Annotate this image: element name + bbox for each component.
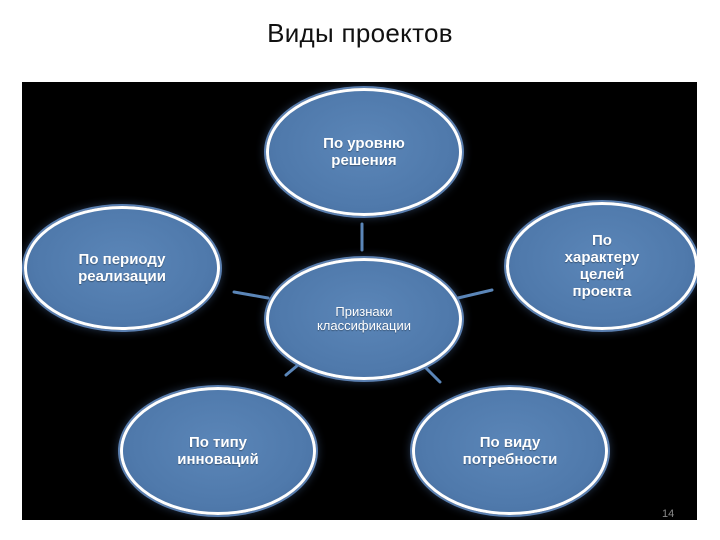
node-bottom-left-label: По типу инноваций — [177, 434, 259, 468]
connector-left — [232, 290, 270, 300]
node-center-label: Признаки классификации — [316, 304, 412, 333]
node-left: По периоду реализации — [24, 206, 220, 330]
node-left-label: По периоду реализации — [78, 251, 166, 285]
page-number: 14 — [662, 508, 675, 520]
connector-right — [456, 288, 494, 300]
classification-diagram: По уровню решения По периоду реализации … — [22, 82, 697, 520]
node-bottom-left: По типу инноваций — [120, 387, 316, 515]
slide-title: Виды проектов — [267, 18, 453, 48]
connector-bottom-right — [420, 362, 442, 384]
node-right: По характеру целей проекта — [506, 202, 697, 330]
node-bottom-right: По виду потребности — [412, 387, 608, 515]
node-top-label: По уровню решения — [323, 135, 405, 169]
node-bottom-right-label: По виду потребности — [462, 434, 558, 468]
node-center: Признаки классификации — [266, 258, 462, 380]
node-top: По уровню решения — [266, 88, 462, 216]
node-right-label: По характеру целей проекта — [564, 232, 640, 300]
